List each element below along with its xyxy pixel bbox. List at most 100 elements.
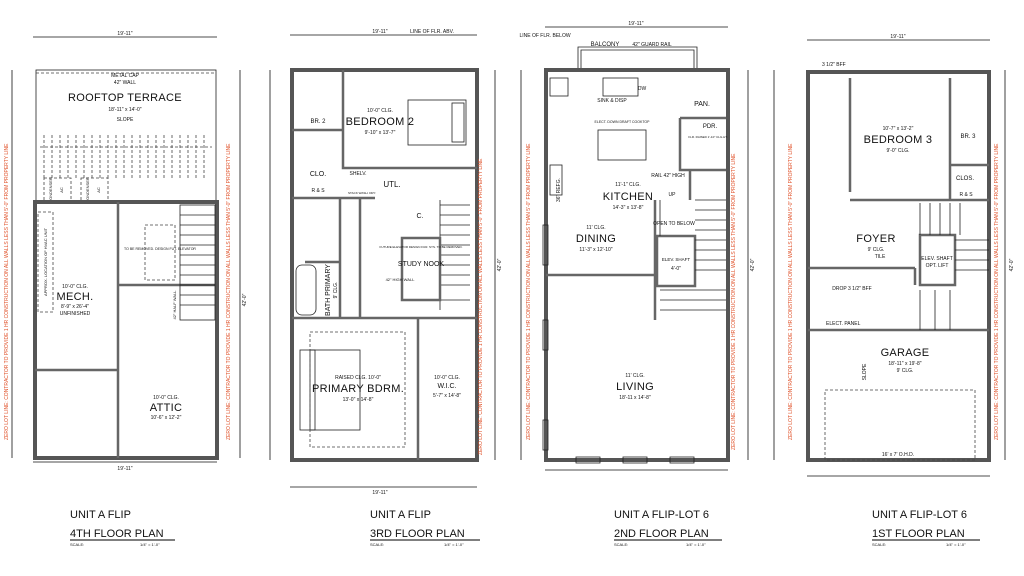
electrical-panel-label: ELECT. PANEL: [826, 321, 861, 327]
scale-label: SCALE:: [70, 542, 84, 547]
room-name-primary-bedroom: PRIMARY BDRM.: [312, 383, 404, 395]
future-elevator: [144, 224, 176, 281]
overall-width-dim: 19'-11": [372, 29, 387, 35]
scale-value: 1/4" = 1'-0": [946, 542, 966, 547]
room-ceiling: 11' CLG.: [586, 225, 605, 231]
plan-2nd-floor: 19'-11" LINE OF FLR. BELOW 42'-0" BALCON…: [519, 21, 756, 471]
line-floor-below-label: LINE OF FLR. BELOW: [519, 33, 570, 39]
room-note: UNFINISHED: [60, 311, 91, 317]
rooftop-terrace-outline: [35, 69, 217, 203]
hvac-location-label: APPROX. LOCATION OF HVAC UNIT: [43, 227, 48, 296]
elevator-void: [549, 77, 569, 97]
metal-cap-label: METAL CAP: [111, 73, 139, 79]
zero-lot-note: ZERO LOT LINE: CONTRACTOR TO PROVIDE 1 H…: [226, 143, 232, 440]
zero-lot-note: ZERO LOT LINE: CONTRACTOR TO PROVIDE 1 H…: [994, 143, 1000, 440]
rs-label: R & S: [959, 192, 973, 198]
balcony-rail: [577, 46, 698, 70]
plan-4th-floor: 19'-11" 19'-11" 42'-0" METAL CAP 42" WAL…: [4, 31, 248, 472]
scale-label: SCALE:: [370, 542, 384, 547]
refrigerator-label: 36" REFG.: [556, 178, 562, 202]
zero-lot-note: ZERO LOT LINE: CONTRACTOR TO PROVIDE 1 H…: [478, 158, 484, 455]
room-name-br3: BR. 3: [960, 134, 976, 140]
garage-door-swing: [824, 389, 976, 461]
zero-lot-note: ZERO LOT LINE: CONTRACTOR TO PROVIDE 1 H…: [4, 143, 10, 440]
sink-label: SINK & DISP: [597, 98, 627, 104]
cooktop-label: ELECT. DOWN DRAFT COOKTOP: [595, 120, 651, 124]
elevator-note: OPT. LIFT: [926, 263, 949, 269]
condenser-label: CONDENSER: [85, 177, 90, 203]
room-name-br2: BR. 2: [310, 119, 326, 125]
overall-depth-dim: 42'-0": [750, 258, 756, 271]
shelves-label: SHELV.: [350, 171, 367, 177]
room-size: 9'-10" x 13'-7": [365, 130, 396, 136]
rs-label: R & S: [311, 188, 325, 194]
hvac-unit-location: [37, 211, 54, 313]
title-block-1st: UNIT A FLIP-LOT 6 1ST FLOOR PLAN SCALE: …: [872, 509, 980, 547]
drop-label: DROP 3 1/2" BFF: [832, 286, 871, 292]
overall-width-dim: 19'-11": [117, 31, 132, 37]
condenser-label: CONDENSER: [48, 177, 53, 203]
slope-label: SLOPE: [117, 117, 134, 123]
exterior-walls: [33, 200, 219, 460]
room-ceiling: 9' CLG.: [868, 247, 885, 253]
stairs: [919, 203, 989, 330]
floor-plan-title: 1ST FLOOR PLAN: [872, 528, 965, 540]
room-size: 8'-9" x 26'-4": [61, 304, 89, 310]
interior-walls: [292, 70, 477, 460]
room-size: 5'-7" x 14'-8": [433, 393, 461, 399]
room-name-bath-primary: BATH PRIMARY: [325, 264, 332, 316]
room-name-closet: CLO.: [310, 171, 326, 178]
terrace-decking: [40, 135, 212, 178]
exterior-walls: [544, 68, 730, 462]
overall-depth-dim: 42'-0": [242, 293, 248, 306]
scale-value: 1/4" = 1'-0": [140, 542, 160, 547]
open-below-label: OPEN TO BELOW: [653, 221, 695, 227]
slope-label: SLOPE: [862, 363, 868, 380]
room-size: 14'-3" x 13'-8": [613, 205, 644, 211]
zero-lot-note: ZERO LOT LINE: CONTRACTOR TO PROVIDE 1 H…: [526, 143, 532, 440]
half-wall-label: 42" HIGH WALL: [386, 277, 416, 282]
powder-note: FLR. RAISED 1'-10" CLG.HT.: [688, 135, 727, 139]
overall-width-dim: 19'-11": [890, 34, 905, 40]
study-nook-walls: [400, 236, 442, 302]
room-size: 11'-3" x 12'-10": [579, 247, 612, 253]
room-size: 10'-7" x 13'-2": [883, 126, 914, 132]
room-name-closet: CLOS.: [956, 176, 974, 182]
condenser-2: [80, 177, 109, 203]
future-elevator-note: FUTURE ELEVATOR DESIGN FUR. SYS. TO BE R…: [380, 245, 463, 249]
room-ceiling: 11'-1" CLG.: [615, 182, 640, 188]
condenser-1: [43, 177, 72, 203]
room-size: 18'-11 x 14'-8": [619, 395, 651, 401]
stairs: [659, 199, 726, 311]
floor-plan-title: 3RD FLOOR PLAN: [370, 528, 465, 540]
elevator-size: 4'-0": [671, 266, 681, 272]
elevator-note: TO BE REMOVED. DESIGN FUT. ELEVATOR: [124, 247, 196, 251]
room-name-closet-c: C.: [417, 213, 424, 220]
wall-label: 42" WALL: [114, 80, 136, 86]
room-name-bedroom-2: BEDROOM 2: [346, 116, 415, 128]
rail-label: RAIL 42" HIGH: [651, 173, 685, 179]
room-name-attic: ATTIC: [150, 402, 182, 414]
room-ceiling: 9' CLG.: [333, 282, 339, 299]
room-name-dining: DINING: [576, 233, 616, 245]
floor-plan-title: 4TH FLOOR PLAN: [70, 528, 164, 540]
bed-2: [407, 99, 467, 146]
room-ceiling: RAISED CLG. 10'-0": [335, 375, 381, 381]
unit-title: UNIT A FLIP: [370, 509, 431, 521]
title-block-2nd: UNIT A FLIP-LOT 6 2ND FLOOR PLAN SCALE: …: [614, 509, 722, 547]
room-name-utility: UTL.: [383, 180, 400, 189]
garage-door-label: 16' x 7' O.H.D.: [882, 452, 914, 458]
scale-label: SCALE:: [872, 542, 886, 547]
room-ceiling: 9' CLG.: [897, 368, 914, 374]
room-name-bedroom-3: BEDROOM 3: [864, 134, 933, 146]
interior-walls: [808, 78, 989, 332]
overall-width-dim: 19'-11": [628, 21, 643, 27]
line-floor-above-label: LINE OF FLR. ABV.: [410, 29, 454, 35]
stairs-up-label: UP: [669, 192, 677, 198]
overall-width-dim: 19'-11": [117, 466, 132, 472]
room-name-powder: PDR.: [703, 124, 718, 130]
guard-rail-label: 42" GUARD RAIL: [632, 42, 672, 48]
room-name-study-nook: STUDY NOOK: [398, 261, 444, 268]
interior-walls: [35, 202, 215, 458]
